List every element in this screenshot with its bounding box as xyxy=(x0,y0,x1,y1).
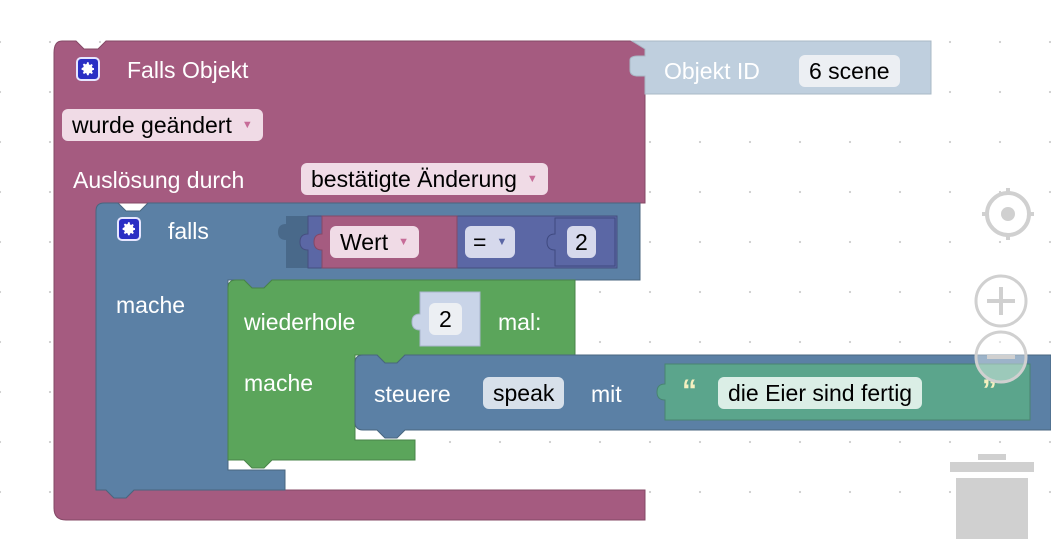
repeat-label: wiederhole xyxy=(244,309,356,335)
target-field[interactable]: speak xyxy=(483,377,565,409)
control-label: steuere xyxy=(374,381,451,407)
dropdown-arrow-icon: ▼ xyxy=(526,173,538,185)
recenter-icon[interactable] xyxy=(980,186,1036,242)
repeat-count-field[interactable]: 2 xyxy=(429,303,462,335)
dropdown-arrow-icon: ▼ xyxy=(496,236,508,248)
if-label: falls xyxy=(168,218,209,244)
trigger-title: Falls Objekt xyxy=(127,57,249,83)
text-value-field[interactable]: die Eier sind fertig xyxy=(718,377,923,409)
object-id-label: Objekt ID xyxy=(664,58,760,84)
if-gear-icon[interactable] xyxy=(117,217,141,241)
compare-number-field[interactable]: 2 xyxy=(567,226,596,258)
value-dropdown-value: Wert xyxy=(340,228,389,255)
object-id-field[interactable]: 6 scene xyxy=(799,55,900,87)
with-label: mit xyxy=(591,381,622,407)
dropdown-arrow-icon: ▼ xyxy=(398,236,410,248)
trash-icon[interactable] xyxy=(950,454,1034,539)
repeat-do-label: mache xyxy=(244,370,314,396)
zoom-in-icon[interactable] xyxy=(972,272,1030,330)
repeat-suffix: mal: xyxy=(498,309,542,335)
trigger-label: Auslösung durch xyxy=(73,167,245,193)
trigger-dropdown[interactable]: bestätigte Änderung ▼ xyxy=(301,163,548,195)
if-do-label: mache xyxy=(116,292,186,318)
open-quote-icon: “ xyxy=(682,374,697,407)
operator-value: = xyxy=(473,228,487,255)
zoom-out-icon[interactable] xyxy=(972,328,1030,386)
dropdown-arrow-icon: ▼ xyxy=(241,119,253,131)
operator-dropdown[interactable]: = ▼ xyxy=(465,226,516,258)
settings-gear-icon[interactable] xyxy=(76,57,100,81)
close-quote-icon: ” xyxy=(982,374,997,407)
trigger-dropdown-value: bestätigte Änderung xyxy=(311,165,517,192)
value-dropdown[interactable]: Wert ▼ xyxy=(330,226,420,258)
changed-dropdown[interactable]: wurde geändert ▼ xyxy=(62,109,263,141)
changed-dropdown-value: wurde geändert xyxy=(72,111,232,138)
